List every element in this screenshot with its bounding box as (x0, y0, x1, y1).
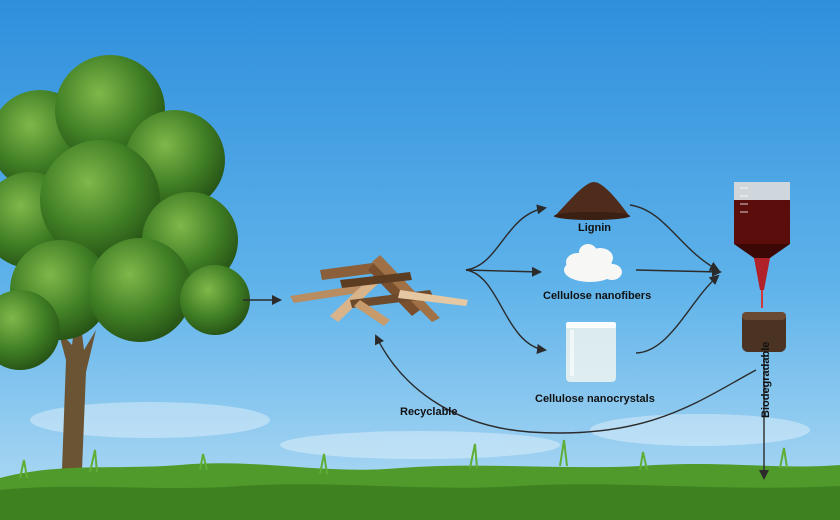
label-biodegradable: Biodegradable (760, 341, 772, 418)
label-cellulose-nanofibers: Cellulose nanofibers (543, 290, 652, 302)
grass-ground (0, 439, 840, 520)
arrow-nanofibers-to-ink (635, 266, 722, 277)
merge-arrows (629, 204, 722, 354)
cellulose-nanocrystals-beaker-image (566, 322, 616, 382)
cellulose-nanofibers-image (564, 244, 622, 282)
wood-chips-image (290, 255, 468, 326)
printed-block-image (742, 312, 786, 352)
arrow-to-nanofibers (465, 266, 542, 277)
arrow-nanocrystals-to-ink (635, 274, 720, 354)
arrow-to-nanocrystals (465, 269, 547, 354)
branch-arrows (465, 204, 547, 354)
label-recyclable: Recyclable (400, 406, 458, 418)
clouds (30, 402, 810, 459)
label-lignin: Lignin (578, 222, 611, 234)
arrow-recyclable (375, 334, 757, 434)
ink-syringe-image (734, 182, 790, 308)
arrow-lignin-to-ink (629, 204, 720, 271)
lignin-powder-image (554, 182, 630, 220)
arrow-to-lignin (465, 204, 547, 271)
tree-image (0, 55, 250, 470)
label-cellulose-nanocrystals: Cellulose nanocrystals (535, 393, 655, 405)
